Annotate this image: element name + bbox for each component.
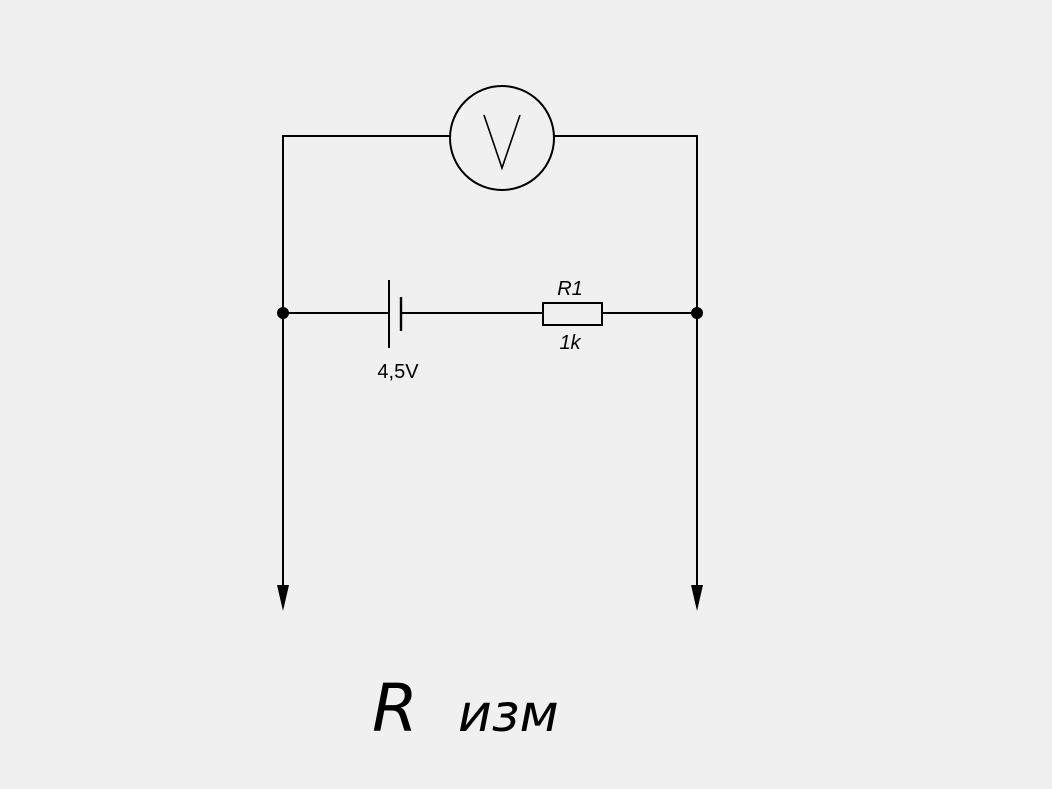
resistor-name: R1: [557, 278, 583, 300]
caption-main: R: [372, 670, 418, 747]
caption-sub: изм: [458, 684, 559, 744]
arrow-down-right-icon: [691, 585, 703, 611]
arrow-down-left-icon: [277, 585, 289, 611]
wire-top-left: [282, 135, 450, 313]
resistor-symbol: [542, 302, 603, 326]
voltmeter: [449, 85, 555, 191]
battery-voltage-label: 4,5V: [377, 361, 419, 383]
voltmeter-v-glyph: [483, 114, 521, 171]
resistor-value: 1k: [559, 332, 581, 354]
battery-symbol: [388, 280, 403, 348]
wire-top-right: [554, 135, 698, 313]
